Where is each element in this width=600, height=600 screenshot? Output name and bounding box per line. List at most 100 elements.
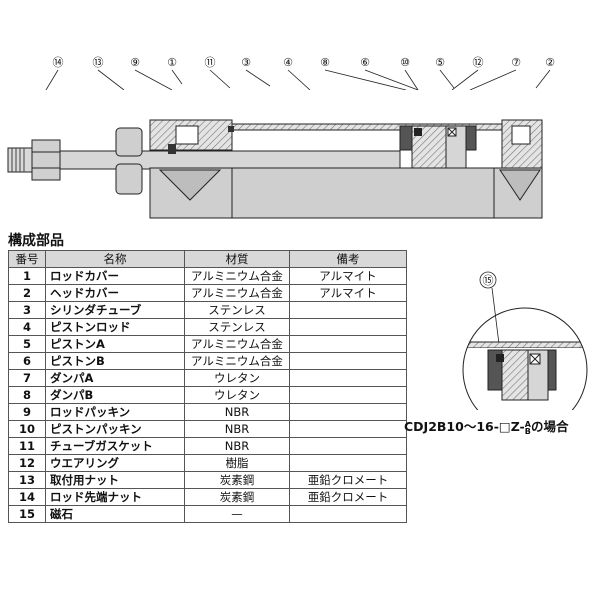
part-number: 9: [8, 403, 46, 421]
callout-4: ④: [283, 56, 293, 69]
part-remarks: [289, 437, 407, 455]
mounting-nut: [115, 127, 143, 195]
header-number: 番号: [8, 250, 46, 268]
callout-8: ⑧: [320, 56, 330, 69]
callout-13: ⑬: [93, 56, 104, 69]
part-number: 15: [8, 505, 46, 523]
part-name: 磁石: [45, 505, 185, 523]
part-material: アルミニウム合金: [184, 284, 290, 302]
callout-leader-line: [45, 69, 59, 90]
part-material: アルミニウム合金: [184, 335, 290, 353]
callout-leader-line: [134, 69, 173, 90]
callout-leader-line: [451, 69, 479, 90]
part-material: NBR: [184, 403, 290, 421]
part-material: アルミニウム合金: [184, 267, 290, 285]
callout-10: ⑩: [400, 56, 410, 69]
part-material: 炭素鋼: [184, 471, 290, 489]
part-remarks: [289, 369, 407, 387]
part-name: ピストンパッキン: [45, 420, 185, 438]
piston-assembly: [399, 125, 477, 169]
detail-callout-15: ⑮: [483, 274, 494, 287]
part-number: 4: [8, 318, 46, 336]
detail-caption-suffix: の場合: [530, 419, 569, 434]
part-name: ウエアリング: [45, 454, 185, 472]
parts-table-header: 番号 名称 材質 備考: [8, 250, 407, 268]
callout-leader-line: [404, 69, 419, 90]
callout-2: ②: [545, 56, 555, 69]
head-cover: [493, 119, 543, 219]
part-name: 取付用ナット: [45, 471, 185, 489]
part-remarks: 亜鉛クロメート: [289, 488, 407, 506]
callout-leader-line: [364, 69, 419, 90]
callout-7: ⑦: [511, 56, 521, 69]
part-name: ピストンロッド: [45, 318, 185, 336]
callout-12: ⑫: [473, 56, 484, 69]
callout-leader-line: [245, 69, 271, 87]
part-material: アルミニウム合金: [184, 352, 290, 370]
part-number: 10: [8, 420, 46, 438]
part-material: ステンレス: [184, 301, 290, 319]
part-remarks: [289, 335, 407, 353]
part-number: 5: [8, 335, 46, 353]
part-name: チューブガスケット: [45, 437, 185, 455]
callout-leader-line: [97, 69, 125, 90]
part-material: ウレタン: [184, 386, 290, 404]
header-name: 名称: [45, 250, 185, 268]
tube-gasket: [228, 126, 234, 132]
part-remarks: [289, 386, 407, 404]
callout-1: ①: [167, 56, 177, 69]
part-number: 2: [8, 284, 46, 302]
cylinder-tube: [231, 123, 503, 219]
cylinder-cross-section: [7, 119, 543, 219]
part-name: ピストンA: [45, 335, 185, 353]
part-remarks: [289, 352, 407, 370]
part-material: 樹脂: [184, 454, 290, 472]
callout-leader-line: [287, 69, 311, 90]
piston-rod: [59, 150, 401, 170]
callout-5: ⑤: [435, 56, 445, 69]
callout-leader-line: [209, 69, 231, 89]
parts-title: 構成部品: [8, 233, 64, 249]
rod-end-nut: [31, 139, 61, 181]
part-material: ウレタン: [184, 369, 290, 387]
part-number: 1: [8, 267, 46, 285]
part-remarks: [289, 318, 407, 336]
callout-leader-line: [469, 69, 517, 90]
rod-packing: [168, 144, 176, 154]
part-remarks: [289, 420, 407, 438]
part-number: 12: [8, 454, 46, 472]
part-name: ダンパB: [45, 386, 185, 404]
header-remarks: 備考: [289, 250, 407, 268]
part-material: NBR: [184, 437, 290, 455]
part-number: 8: [8, 386, 46, 404]
rod-cover: [149, 119, 233, 219]
part-number: 13: [8, 471, 46, 489]
header-material: 材質: [184, 250, 290, 268]
part-remarks: [289, 403, 407, 421]
callout-leader-line: [439, 69, 455, 89]
part-material: ステンレス: [184, 318, 290, 336]
part-remarks: 亜鉛クロメート: [289, 471, 407, 489]
part-name: ヘッドカバー: [45, 284, 185, 302]
part-number: 3: [8, 301, 46, 319]
callout-6: ⑥: [360, 56, 370, 69]
part-name: ロッドパッキン: [45, 403, 185, 421]
callout-leader-line: [171, 69, 183, 85]
part-remarks: アルマイト: [289, 284, 407, 302]
part-material: NBR: [184, 420, 290, 438]
